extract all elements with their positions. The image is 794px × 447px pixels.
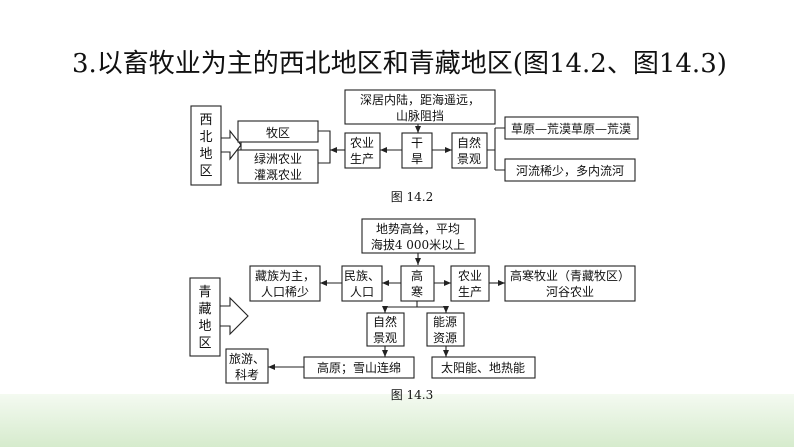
fig3-ethnic-line: 民族、 [344,269,380,283]
fig3-farming-box [504,265,636,302]
fig3-landscape-line: 自然 [373,314,397,329]
fig2-landscape-line: 自然 [457,135,481,150]
fig2-cause-line: 深居内陆，距海遥远， [360,92,480,107]
fig3-plateau-text: 高原；雪山连绵 [317,360,401,375]
fig3-cold-box [400,265,435,302]
fig2-rivers-box [504,158,636,182]
fig2-vegetation-text: 草原—荒漠草原—荒漠 [511,122,631,136]
fig2-join-line [318,130,331,164]
fig3-terrain-box [361,218,476,254]
fig3-people-line: 人口稀少 [261,285,309,299]
fig2-cause-line: 山脉阻挡 [396,108,444,123]
fig3-cold-char: 高 [411,268,423,283]
fig3-energy-line: 能源 [433,315,457,329]
fig2-vegetation-box [504,116,639,140]
fig3-landscape-line: 景观 [373,331,397,345]
fig2-oasis-line: 灌溉农业 [254,168,302,182]
fig2-dry-char: 干 [411,136,423,150]
fig2-region-box: 西 北 地 区 [190,105,222,186]
fig3-tourism-line: 科考 [235,368,259,382]
fig3-region-char: 地 [198,319,211,334]
fig3-cold-char: 寒 [411,284,423,299]
fig2-cause-box [344,89,496,125]
figure-14-3: 地势高耸，平均 海拔4 000米以上 藏族为主， 人口稀少 民族、 人口 高 寒… [189,218,636,402]
fig2-oasis-line: 绿洲农业 [254,151,302,166]
fig3-region-char: 区 [198,336,211,351]
fig3-people-box [249,265,321,302]
fig2-rivers-text: 河流稀少，多内流河 [516,164,624,178]
fig3-region-char: 藏 [198,302,211,317]
fig3-branch-line [385,301,446,308]
fig2-landscape-line: 景观 [457,152,481,166]
fig2-dry-char: 旱 [411,152,423,166]
fig3-farming-line: 高寒牧业（青藏牧区） [510,268,630,283]
fig2-region-char: 北 [199,130,212,145]
fig3-caption: 图 14.3 [391,388,434,402]
fig3-energy-types-text: 太阳能、地热能 [441,360,525,375]
fig2-caption: 图 14.2 [391,190,434,204]
fig2-dry-box [401,132,433,169]
fig3-ethnic-line: 人口 [350,285,374,299]
fig2-agri-line: 生产 [350,152,374,166]
fig3-agri-line: 农业 [458,269,482,283]
fig3-energy-line: 资源 [433,331,457,345]
fig2-region-char: 地 [199,147,212,162]
fig3-terrain-line: 地势高耸，平均 [376,221,460,236]
fig3-people-line: 藏族为主， [255,269,315,283]
fig3-terrain-line: 海拔4 000米以上 [371,237,465,252]
fig2-oasis-box [237,149,319,184]
section-heading: 3.以畜牧业为主的西北地区和青藏地区(图14.2、图14.3) [72,49,727,79]
footer-band [0,394,794,447]
fig3-tourism-line: 旅游、 [229,352,265,366]
fig3-hollow-arrow [220,296,249,336]
fig3-agri-line: 生产 [458,285,482,299]
figure-14-2: 西 北 地 区 牧区 绿洲农业 灌溉农业 农业 生产 深居内陆，距海遥远， 山脉… [190,89,639,204]
fig2-agri-line: 农业 [350,136,374,150]
fig3-region-char: 青 [198,285,211,300]
fig3-region-box: 青 藏 地 区 [189,277,221,357]
fig3-plateau-box [303,356,415,379]
fig3-agri-box [450,265,490,302]
fig3-farming-line: 河谷农业 [546,285,594,299]
fig3-energy-box [426,312,465,347]
fig3-energy-types-box [431,356,536,379]
fig2-right-bracket [487,127,505,171]
fig2-pastoral-text: 牧区 [266,126,290,140]
fig2-region-char: 区 [199,164,212,179]
fig2-region-char: 西 [199,113,212,128]
